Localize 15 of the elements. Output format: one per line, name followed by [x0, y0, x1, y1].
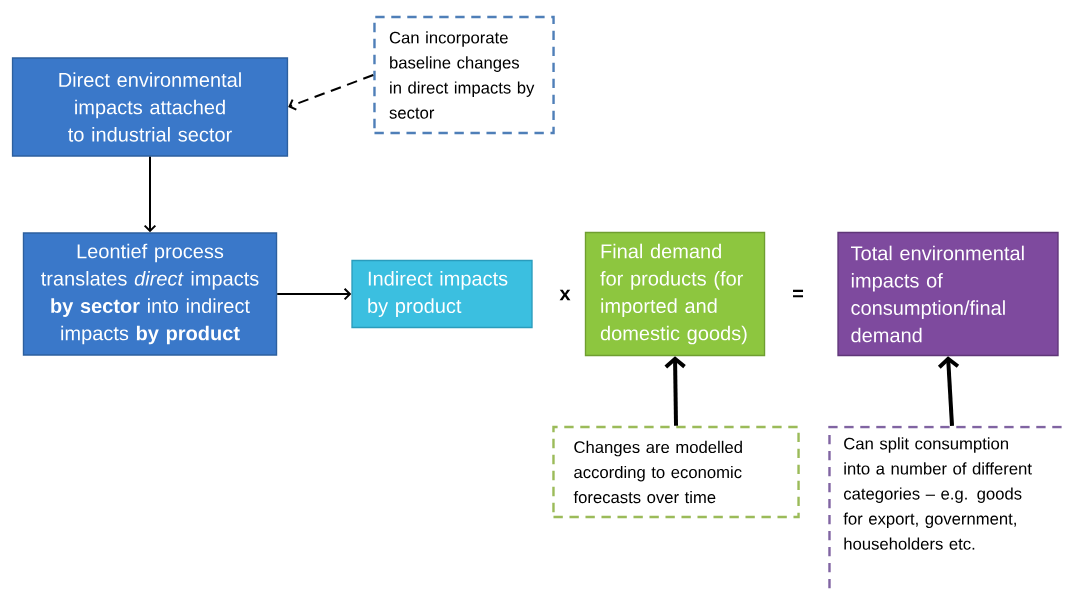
arrow [664, 356, 686, 426]
process-box: Total environmental impacts of consumption/final demand [837, 231, 1059, 357]
operator-symbol: x [559, 289, 571, 301]
process-box: Indirect impacts by product [351, 259, 533, 329]
note-box: Can split consumption into a number of different categories – e.g. goods for export, government, householders etc. [828, 425, 1066, 589]
arrow [937, 356, 960, 426]
arrow [288, 74, 375, 111]
note-box: Changes are modelled according to economic forecasts over time [552, 425, 800, 519]
process-box: Leontief process translates direct impacts by sector into indirect impacts by product [22, 232, 278, 356]
arrow [143, 155, 157, 233]
process-box: Final demand for products (for imported and domestic goods) [584, 231, 766, 357]
note-box: Can incorporate baseline changes in direct impacts by sector [373, 15, 555, 135]
arrow [276, 287, 352, 301]
operator-symbol: = [793, 289, 804, 298]
process-box: Direct environmental impacts attached to industrial sector [11, 57, 289, 157]
